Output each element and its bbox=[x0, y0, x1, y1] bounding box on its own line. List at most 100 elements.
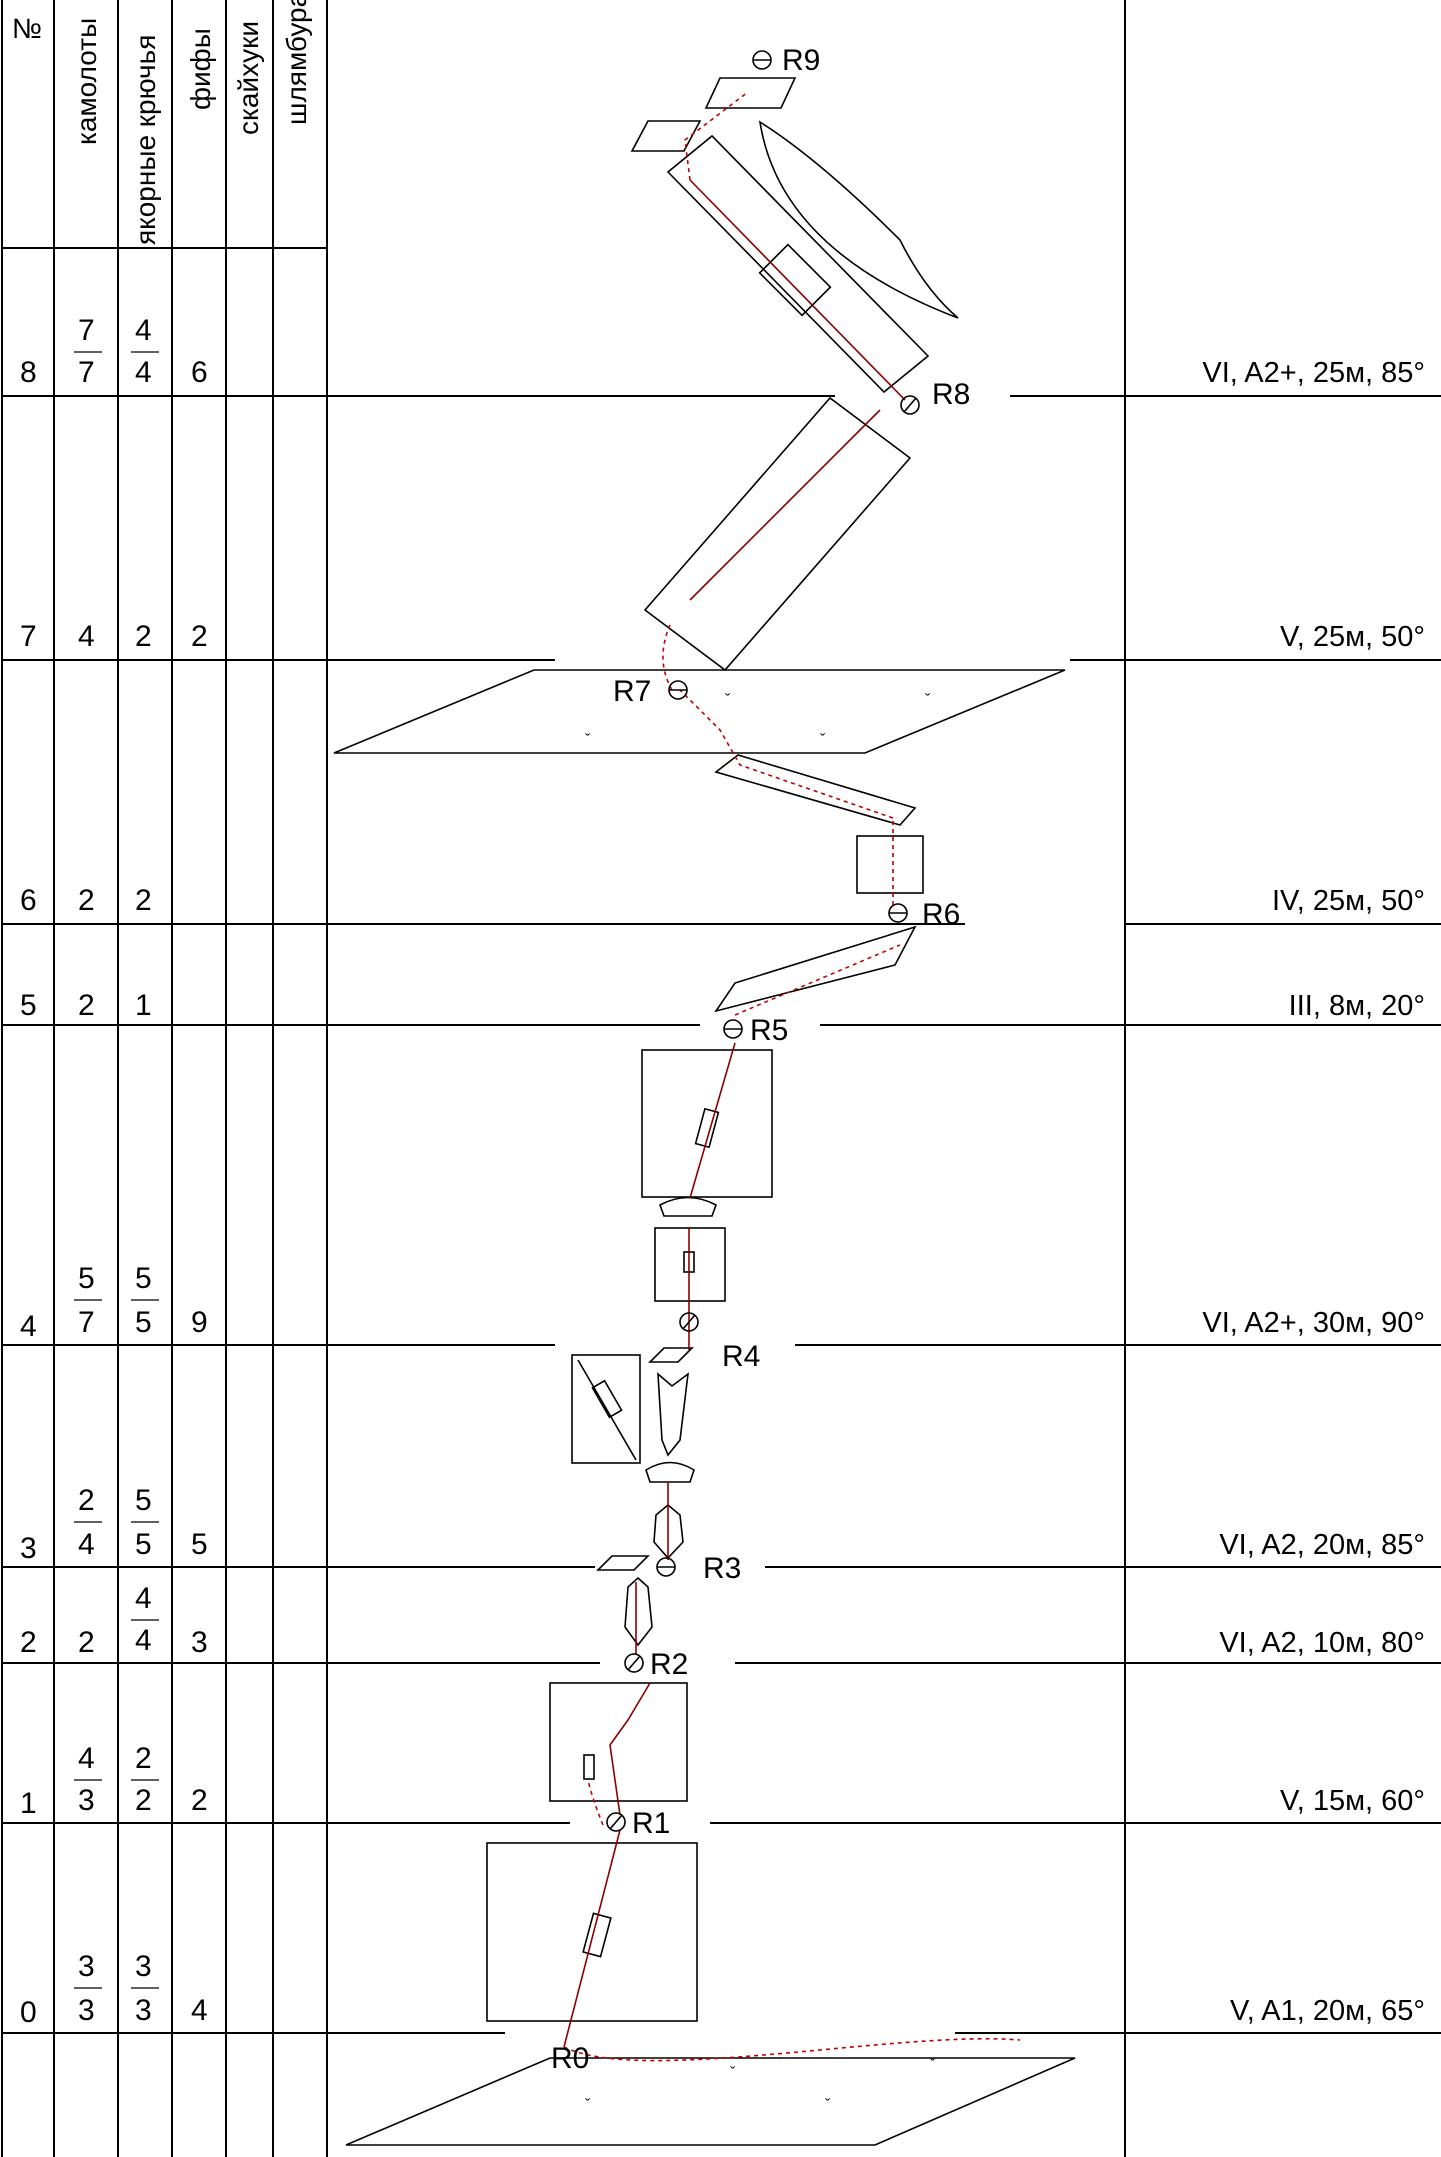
hooks-bottom: 2 bbox=[135, 620, 152, 653]
hooks-bottom: 5 bbox=[135, 1306, 152, 1339]
route-segment-dashed bbox=[734, 944, 901, 1016]
grass-tick: ˇ bbox=[925, 692, 931, 709]
route-segment bbox=[563, 1829, 621, 2048]
grass-tick: ˇ bbox=[820, 732, 826, 749]
roof-overhang bbox=[659, 1196, 717, 1217]
bolt-anchor-icon bbox=[679, 1312, 699, 1332]
station-r4: R4 bbox=[679, 1312, 760, 1373]
station-r1: R1 bbox=[606, 1807, 670, 1840]
crack-feature bbox=[583, 1754, 595, 1780]
camalots-top: 2 bbox=[78, 1484, 95, 1517]
station-r7: R7 bbox=[613, 675, 688, 708]
hooks-top: 2 bbox=[135, 1742, 152, 1775]
wall-block bbox=[641, 1049, 773, 1198]
camalots-top: 5 bbox=[78, 1262, 95, 1295]
wall-block bbox=[654, 1227, 726, 1302]
bolt-anchor-icon bbox=[624, 1653, 644, 1673]
wall-block bbox=[549, 1682, 688, 1802]
small-ledge bbox=[648, 1347, 694, 1363]
wall-block bbox=[856, 835, 924, 894]
hooks-bottom: 2 bbox=[135, 884, 152, 917]
camalots-bottom: 7 bbox=[78, 356, 95, 389]
small-ledge bbox=[704, 77, 797, 109]
route-segment bbox=[609, 1682, 651, 1816]
station-label: R9 bbox=[782, 44, 820, 77]
station-r6: R6 bbox=[888, 898, 960, 931]
bolt-slash bbox=[609, 1814, 623, 1830]
small-ledge bbox=[630, 120, 702, 152]
pitch-category: VI, A2, 10м, 80° bbox=[1219, 1627, 1425, 1659]
row-number: 0 bbox=[20, 1996, 37, 2029]
grass-tick: ˇ bbox=[730, 2065, 736, 2082]
camalots-bottom: 2 bbox=[78, 989, 95, 1022]
route-segment bbox=[689, 1042, 736, 1199]
slab bbox=[714, 754, 917, 826]
station-r9: R9 bbox=[752, 44, 820, 77]
row-number: 4 bbox=[20, 1310, 37, 1343]
row-number: 2 bbox=[20, 1626, 37, 1659]
station-label: R1 bbox=[632, 1807, 670, 1840]
route-segment bbox=[689, 409, 881, 601]
camalots-bottom: 4 bbox=[78, 620, 95, 653]
camalots-bottom: 4 bbox=[78, 1528, 95, 1561]
fifi-count: 9 bbox=[191, 1306, 208, 1339]
camalots-bottom: 3 bbox=[78, 1784, 95, 1817]
camalots-top: 7 bbox=[78, 314, 95, 347]
header-fifi: фифы bbox=[185, 28, 216, 110]
station-r2: R2 bbox=[624, 1648, 688, 1681]
hooks-top: 3 bbox=[135, 1950, 152, 1983]
station-r3: R3 bbox=[656, 1552, 741, 1585]
fifi-count: 5 bbox=[191, 1528, 208, 1561]
fifi-count: 3 bbox=[191, 1626, 208, 1659]
bolt-anchor-icon bbox=[606, 1812, 626, 1832]
base-ledge bbox=[345, 2057, 1076, 2146]
row-number: 7 bbox=[20, 620, 37, 653]
pitch-category: VI, A2+, 25м, 85° bbox=[1202, 357, 1425, 389]
station-label: R7 bbox=[613, 675, 651, 708]
row-number: 3 bbox=[20, 1532, 37, 1565]
fifi-count: 2 bbox=[191, 620, 208, 653]
camalots-bottom: 3 bbox=[78, 1994, 95, 2027]
hooks-top: 4 bbox=[135, 1582, 152, 1615]
hooks-top: 4 bbox=[135, 314, 152, 347]
approach-path bbox=[563, 2037, 1021, 2062]
crack-feature bbox=[694, 1107, 720, 1149]
roof-overhang bbox=[645, 1461, 695, 1483]
hooks-bottom: 5 bbox=[135, 1528, 152, 1561]
overhang-curve bbox=[758, 120, 959, 319]
table-row: 6 2 2 IV, 25м, 50° bbox=[20, 884, 1425, 917]
table-row: 7 4 2 2 V, 25м, 50° bbox=[20, 620, 1425, 653]
route-segment-dashed bbox=[587, 1779, 604, 1826]
slab bbox=[714, 925, 917, 1013]
route-segment bbox=[689, 179, 906, 401]
crack-feature bbox=[582, 1912, 612, 1958]
table-row: 8 7 7 4 4 6 VI, A2+, 25м, 85° bbox=[20, 314, 1425, 389]
camalots-bottom: 2 bbox=[78, 884, 95, 917]
row-number: 8 bbox=[20, 356, 37, 389]
header-anchor-hooks: якорные крючья bbox=[130, 35, 161, 245]
hooks-bottom: 3 bbox=[135, 1994, 152, 2027]
fifi-count: 6 bbox=[191, 356, 208, 389]
pitch-category: V, 25м, 50° bbox=[1280, 621, 1425, 653]
fifi-count: 2 bbox=[191, 1784, 208, 1817]
header-skyhooks: скайхуки bbox=[233, 21, 264, 135]
route-segment-dashed bbox=[662, 624, 673, 691]
station-r8: R8 bbox=[900, 378, 970, 415]
long-dihedral bbox=[666, 134, 930, 394]
dihedral bbox=[624, 1576, 653, 1647]
long-dihedral bbox=[643, 396, 912, 672]
row-number: 5 bbox=[20, 989, 37, 1022]
pitch-category: III, 8м, 20° bbox=[1289, 990, 1425, 1022]
grass-ticks: ˇ ˇ ˇ ˇ ˇ ˇ ˇ ˇ bbox=[585, 692, 936, 2114]
bolt-slash bbox=[627, 1655, 641, 1671]
table-row: 2 2 4 4 3 VI, A2, 10м, 80° bbox=[20, 1582, 1425, 1659]
bolt-slash bbox=[903, 397, 917, 413]
table-row: 5 7 4 5 5 9 VI, A2+, 30м, 90° bbox=[20, 1262, 1425, 1343]
grass-tick: ˇ bbox=[585, 732, 591, 749]
rock-features bbox=[333, 77, 1076, 2146]
route-line bbox=[563, 91, 1021, 2062]
grass-tick: ˇ bbox=[585, 2097, 591, 2114]
hooks-top: 5 bbox=[135, 1484, 152, 1517]
